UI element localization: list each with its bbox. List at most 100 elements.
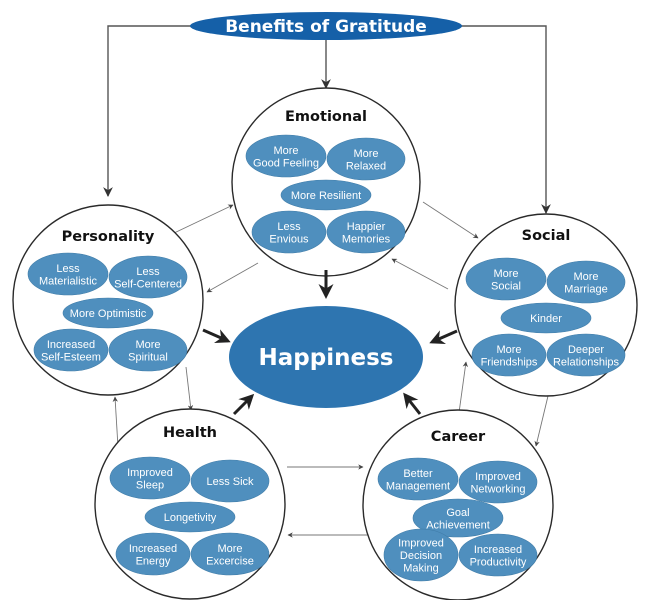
benefit-bubble — [458, 533, 538, 577]
benefit-label: Relaxed — [346, 160, 386, 172]
arrow-emotional-to-social — [422, 201, 479, 239]
category-title: Career — [431, 429, 486, 445]
benefit-label: Improved — [398, 538, 444, 550]
arrow-health-to-happiness — [232, 393, 255, 416]
category-title: Health — [163, 425, 217, 441]
benefit-bubble — [546, 260, 626, 304]
title-ellipse — [190, 12, 462, 40]
arrow-personality-to-happiness — [202, 328, 231, 344]
benefit-bubble — [326, 210, 406, 254]
benefit-label: Self-Centered — [114, 278, 182, 290]
benefit-label: More — [273, 145, 298, 157]
benefit-label: Less — [136, 266, 160, 278]
benefit-bubble — [465, 257, 547, 301]
arrow-health-to-personality — [112, 396, 119, 448]
benefit-bubble — [62, 297, 154, 329]
arrow-career-to-happiness — [403, 392, 422, 415]
benefit-label: Goal — [446, 507, 469, 519]
benefit-bubble — [377, 457, 459, 501]
hub-node: Happiness — [229, 306, 423, 408]
title-node: Benefits of Gratitude — [190, 12, 462, 40]
benefit-label: Management — [386, 480, 450, 492]
hub-label: Happiness — [259, 345, 394, 371]
benefit-label: More — [493, 268, 518, 280]
benefit-label: Making — [403, 563, 438, 575]
benefit-bubble — [251, 210, 327, 254]
benefit-bubble — [280, 179, 372, 211]
benefit-label: Deeper — [568, 344, 604, 356]
benefit-label: Improved — [127, 467, 173, 479]
benefit-label: More Resilient — [291, 190, 361, 202]
benefit-bubble — [108, 328, 188, 372]
benefit-label: Achievement — [426, 519, 490, 531]
benefit-bubble — [500, 302, 592, 334]
benefit-label: Envious — [269, 233, 309, 245]
benefit-label: Sleep — [136, 479, 164, 491]
connector-title-social — [460, 25, 551, 214]
arrow-social-to-happiness — [429, 329, 458, 345]
benefit-label: Longetivity — [164, 512, 217, 524]
benefit-item: More Optimistic — [62, 297, 154, 329]
benefit-bubble — [108, 255, 188, 299]
benefit-label: Self-Esteem — [41, 351, 101, 363]
benefit-bubble — [33, 328, 109, 372]
benefit-label: Relationships — [553, 356, 620, 368]
category-social: SocialMoreSocialMoreMarriageKinderMoreFr… — [454, 213, 638, 397]
benefit-label: Less — [277, 221, 301, 233]
benefit-label: Better — [403, 468, 433, 480]
benefit-bubble — [190, 459, 270, 503]
arrow-emotional-to-personality — [206, 262, 259, 293]
benefit-bubble — [27, 252, 109, 296]
benefit-label: Increased — [47, 339, 95, 351]
diagram-title: Benefits of Gratitude — [225, 17, 427, 37]
benefit-bubble — [326, 137, 406, 181]
connector-title-personality — [103, 25, 200, 197]
benefit-label: More — [135, 339, 160, 351]
benefit-label: Decision — [400, 550, 442, 562]
benefit-label: Excercise — [206, 555, 254, 567]
benefit-bubble — [245, 134, 327, 178]
benefit-label: Marriage — [564, 283, 607, 295]
benefit-label: Friendships — [481, 356, 538, 368]
benefit-bubble — [383, 528, 459, 582]
benefit-bubble — [471, 333, 547, 377]
benefit-label: Energy — [136, 555, 171, 567]
benefit-item: Less Sick — [190, 459, 270, 503]
benefit-item: Longetivity — [144, 501, 236, 533]
benefit-label: Increased — [474, 544, 522, 556]
benefit-label: More — [496, 344, 521, 356]
category-personality: PersonalityLessMaterialisticLessSelf-Cen… — [12, 204, 204, 396]
category-title: Social — [522, 228, 571, 244]
benefit-label: Improved — [475, 471, 521, 483]
benefit-bubble — [144, 501, 236, 533]
benefit-label: More — [573, 271, 598, 283]
arrow-social-to-career — [534, 395, 549, 447]
arrow-personality-to-health — [185, 366, 194, 411]
benefit-label: More — [353, 148, 378, 160]
benefit-label: Good Feeling — [253, 157, 319, 169]
benefit-label: Happier — [347, 221, 386, 233]
hub-ellipse — [229, 306, 423, 408]
benefit-item: More Resilient — [280, 179, 372, 211]
